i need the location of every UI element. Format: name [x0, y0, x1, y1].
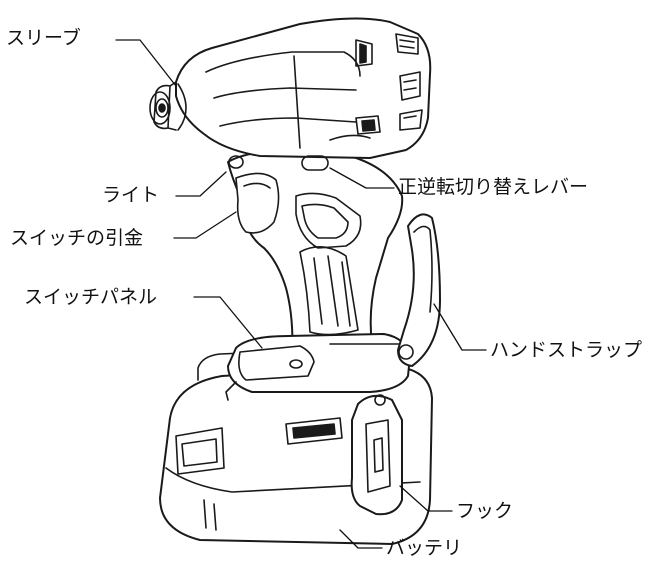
motor-body: [175, 17, 432, 159]
label-switch-panel: スイッチパネル: [24, 286, 158, 308]
leader-reverse-lever: [329, 167, 395, 189]
label-light: ライト: [102, 184, 160, 206]
leader-sleeve: [115, 39, 177, 87]
label-hook: フック: [456, 500, 514, 522]
reverse-lever: [301, 155, 329, 171]
leader-battery: [339, 529, 383, 549]
leader-light: [175, 171, 227, 197]
leader-hook: [399, 485, 453, 512]
label-reverse-lever: 正逆転切り替えレバー: [398, 176, 589, 198]
label-sleeve: スリーブ: [6, 27, 81, 49]
sleeve: [149, 81, 187, 131]
leader-hand-strap: [433, 303, 487, 351]
trigger: [235, 172, 280, 234]
switch-panel: [225, 333, 411, 401]
label-hand-strap: ハンドストラップ: [490, 339, 643, 361]
hand-strap: [397, 213, 441, 367]
leader-lines: [115, 39, 487, 549]
label-trigger: スイッチの引金: [10, 227, 144, 249]
hook: [350, 394, 403, 516]
leader-trigger: [173, 211, 237, 239]
label-battery: バッテリ: [386, 537, 463, 559]
leader-switch-panel: [193, 296, 263, 349]
light: [228, 155, 244, 169]
